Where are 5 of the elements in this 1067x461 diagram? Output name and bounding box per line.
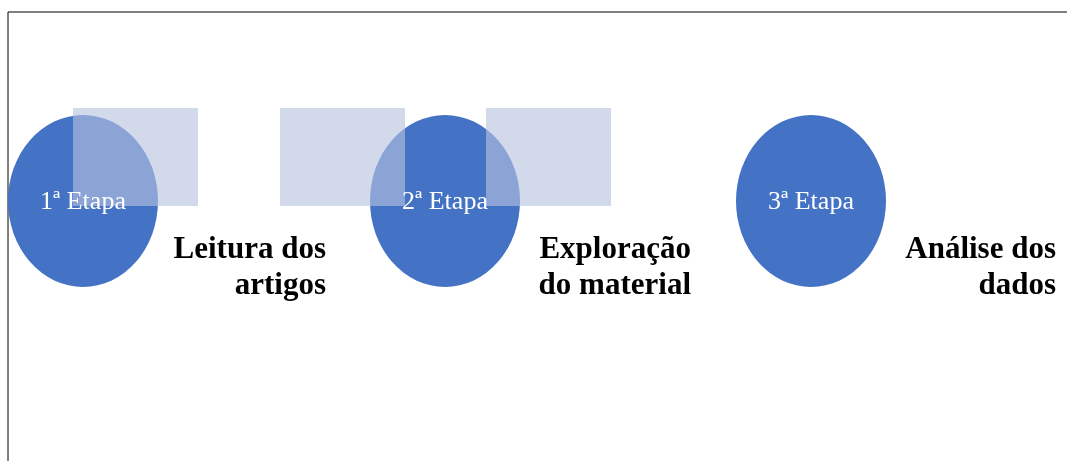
stage-label: 3ª Etapa [768, 186, 854, 216]
stage-description: Análise dos dados [904, 230, 1056, 302]
stage-label: 2ª Etapa [402, 186, 488, 216]
stage-description: Leitura dos artigos [172, 230, 326, 302]
stage-description: Exploração do material [537, 230, 691, 302]
